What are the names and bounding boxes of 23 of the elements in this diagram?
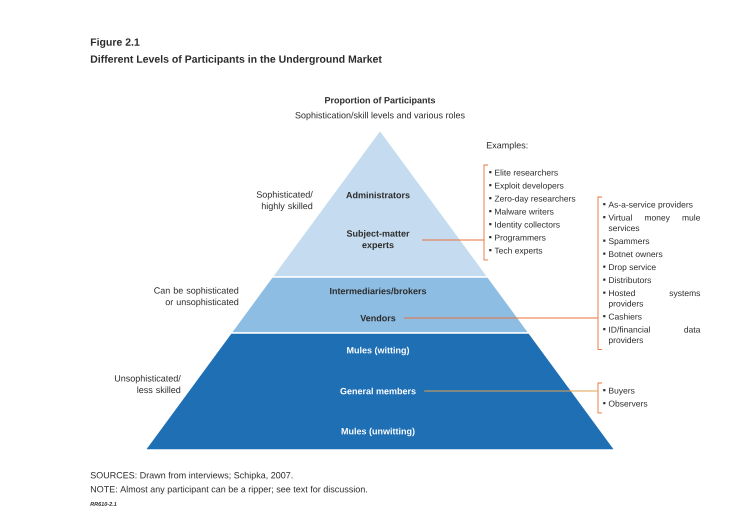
leader-line <box>424 390 598 392</box>
figure-number: Figure 2.1 <box>90 38 140 48</box>
level-label: Subject-matter experts <box>346 230 410 250</box>
level-label: General members <box>340 388 416 394</box>
note: NOTE: Almost any participant can be a ripper; see text for discussion. <box>90 486 367 494</box>
list-heading: Examples: <box>486 142 528 150</box>
bracketed-list: As-a-service providers Virtual money mule services Spammers Botnet owners Drop service Distributors Hosted systems providers Cashiers ID/financial data providers <box>598 196 700 350</box>
leader-line <box>422 239 484 241</box>
level-label: Intermediaries/brokers <box>330 288 426 294</box>
side-label: Can be sophisticated or unsophisticated <box>154 287 238 307</box>
level-label: Administrators <box>346 192 410 198</box>
side-label: Unsophisticated/ less skilled <box>114 374 181 394</box>
title: Different Levels of Participants in the Underground Market <box>90 55 382 65</box>
level-label: Mules (witting) <box>347 346 410 356</box>
bracketed-list: Elite researchers Exploit developers Zero-day researchers Malware writers Identity collectors Programmers Tech experts <box>484 164 576 260</box>
side-label: Sophisticated/ highly skilled <box>256 191 313 211</box>
subheading: Sophistication/skill levels and various roles <box>295 112 465 120</box>
leader-line <box>404 317 598 319</box>
level-label: Mules (unwitting) <box>342 428 415 436</box>
sources-note: SOURCES: Drawn from interviews; Schipka, 2007. <box>90 472 292 480</box>
heading: Proportion of Participants <box>325 96 436 106</box>
level-label: Vendors <box>360 314 396 322</box>
bracketed-list: Buyers Observers <box>598 382 648 414</box>
